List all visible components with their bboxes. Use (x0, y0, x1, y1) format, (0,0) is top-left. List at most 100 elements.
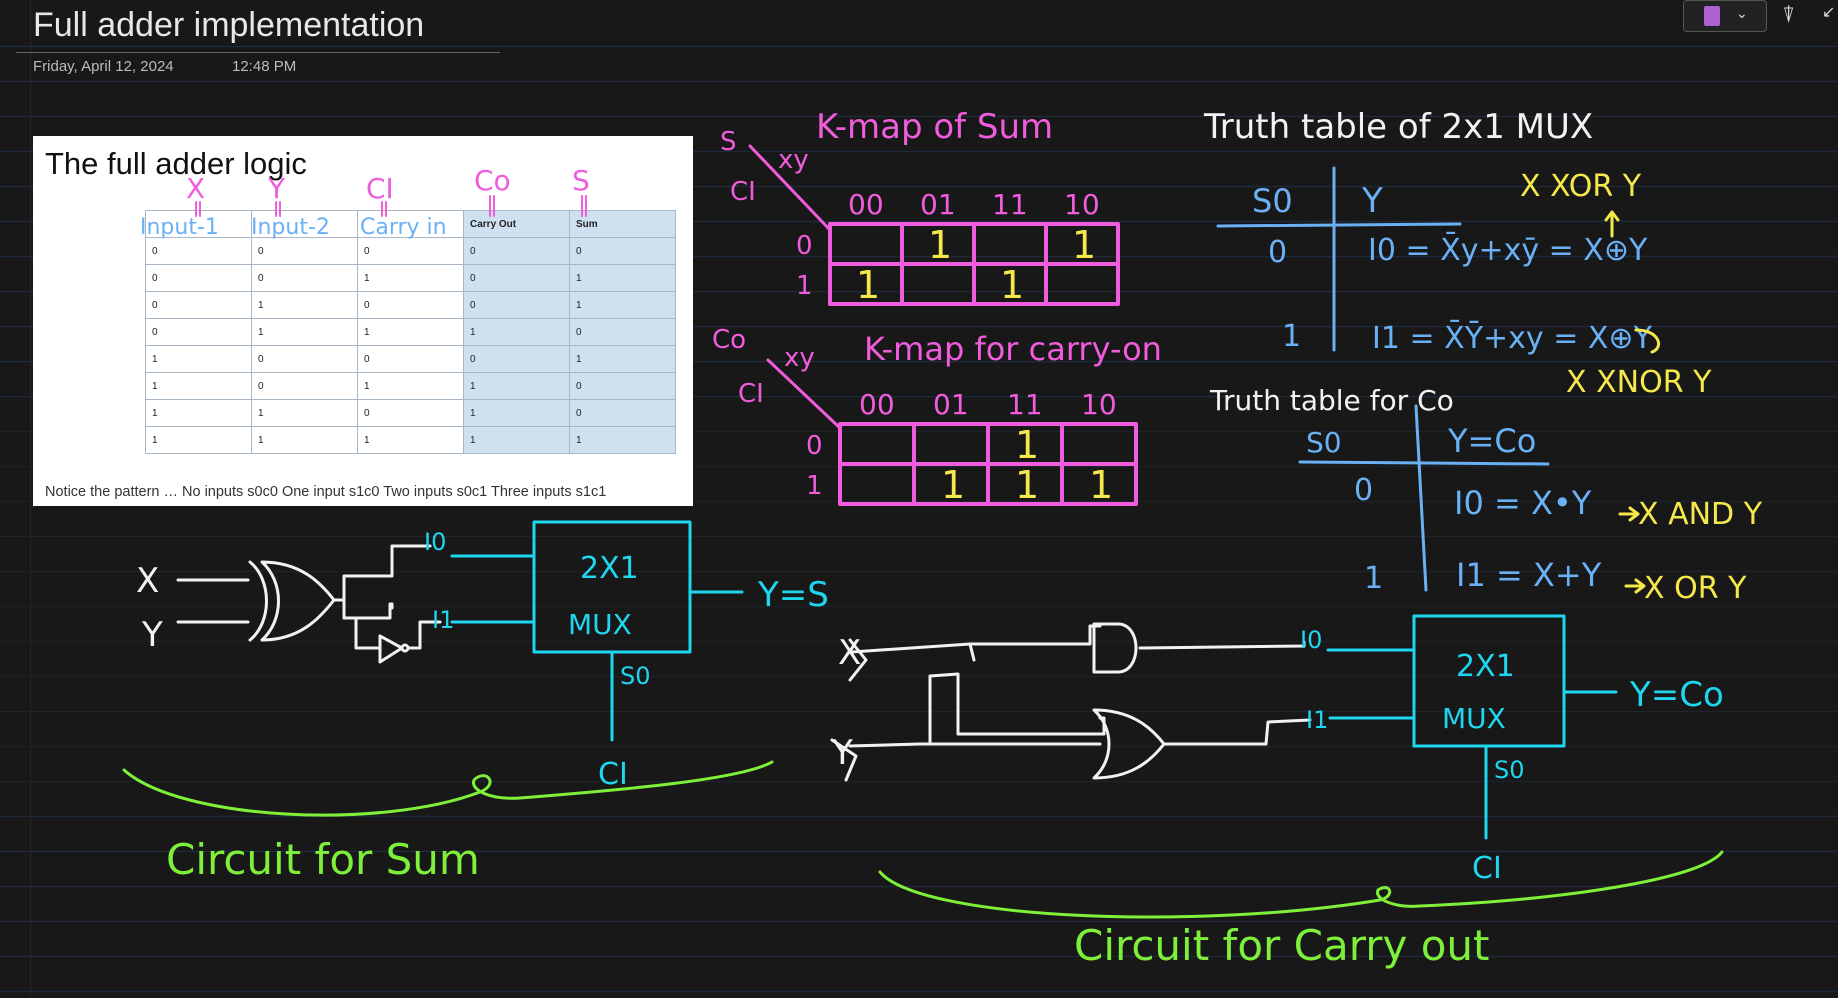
carry-mux-label-2: MUX (1442, 702, 1506, 735)
mux-tt-row0-s: 0 (1268, 235, 1287, 270)
kmap-sum-row-1: 1 (796, 271, 813, 301)
table-cell: 0 (145, 318, 252, 346)
kmap-sum-title: K-map of Sum (816, 107, 1053, 147)
table-cell: 1 (569, 426, 676, 454)
mux-tt-head-y: Y (1361, 181, 1383, 221)
co-tt-head-y: Y=Co (1447, 422, 1536, 460)
co-tt-notes: X AND Y X OR Y (1638, 497, 1763, 606)
sum-mux-i1: I1 (432, 606, 454, 634)
kmap-sum-diagonal (748, 144, 832, 232)
kmap-carry-col-0: 00 (859, 388, 895, 421)
margin-line (30, 0, 31, 998)
notebook-icon (1704, 6, 1720, 26)
carry-mux-output: Y=Co (1629, 675, 1724, 715)
mux-tt-row1-expr: I1 = X̄Ȳ+xy = X⊕Y (1372, 320, 1653, 356)
mux-note-xnor: X XNOR Y (1566, 365, 1712, 400)
mux-tt-head-s0: S0 (1252, 182, 1293, 220)
sum-mux-label-2: MUX (568, 608, 632, 641)
kmap-sum-cell (900, 262, 976, 306)
table-cell: 0 (569, 237, 676, 265)
table-cell: 0 (357, 399, 464, 427)
carry-mux-s0: S0 (1494, 756, 1525, 784)
slide-note: Notice the pattern … No inputs s0c0 One … (45, 484, 607, 500)
co-note-or: X OR Y (1644, 571, 1747, 606)
co-note-arrows (1618, 506, 1646, 594)
co-tt-text: S0 Y=Co 0 I0 = X•Y 1 I1 = X+Y (1306, 422, 1602, 596)
kmap-carry-corner-co: Co (712, 325, 746, 355)
sum-circuit-wires (176, 544, 442, 664)
annot-ci: CI (366, 172, 394, 205)
kmap-carry-corner-xy: xy (784, 343, 815, 373)
mux-tt-text: S0 Y 0 I0 = X̄y+xȳ = X⊕Y 1 I1 = X̄Ȳ+xy =… (1252, 181, 1653, 356)
sum-mux-i0: I0 (424, 528, 446, 556)
chevron-down-icon: ⌄ (1736, 5, 1748, 21)
co-tt-head-s0: S0 (1306, 426, 1342, 459)
table-cell: 1 (463, 318, 570, 346)
kmap-carry-corner: Co xy CI (712, 325, 815, 409)
table-cell: 0 (569, 399, 676, 427)
kmap-carry-row-1: 1 (806, 471, 823, 501)
mux-note-xor: X XOR Y (1520, 169, 1642, 204)
carry-circuit-inputs: X Y (831, 633, 861, 773)
mux-tt-row0-expr: I0 = X̄y+xȳ = X⊕Y (1368, 232, 1648, 268)
sum-brace (122, 760, 774, 817)
table-cell: 1 (569, 264, 676, 292)
annot-equals-marks (195, 195, 587, 217)
slide-header-annotations: Input-1 Input-2 Carry in (140, 215, 447, 240)
carry-mux-text: 2X1 MUX I0 I1 Y=Co S0 CI (1300, 626, 1724, 886)
co-note-and: X AND Y (1638, 497, 1763, 532)
sum-mux-label-1: 2X1 (580, 551, 639, 586)
page-title[interactable]: Full adder implementation (33, 6, 425, 44)
table-cell: 1 (357, 426, 464, 454)
table-cell: 1 (251, 291, 358, 319)
table-cell: 1 (463, 399, 570, 427)
kmap-carry-cell (1060, 462, 1138, 506)
carry-input-y: Y (831, 733, 853, 773)
kmap-carry-one: 1 (1015, 463, 1039, 507)
sum-circuit-label: Circuit for Sum (166, 835, 480, 884)
table-cell: 0 (463, 264, 570, 292)
kmap-sum-one: 1 (1000, 263, 1024, 307)
kmap-carry-one: 1 (1089, 463, 1113, 507)
slide-title: The full adder logic (45, 146, 307, 181)
table-cell: 1 (145, 426, 252, 454)
kmap-carry-cell (1060, 422, 1138, 466)
sum-circuit-inputs: X Y (136, 561, 163, 655)
pen-icon[interactable]: ⍒ (1782, 2, 1796, 27)
co-tt-row1-expr: I1 = X+Y (1456, 556, 1602, 594)
kmap-sum-corner-xy: xy (778, 145, 809, 175)
co-tt-lines (1298, 404, 1550, 592)
annot-y: Y (267, 172, 286, 205)
kmap-carry-title: K-map for carry-on (864, 330, 1162, 368)
view-switcher-button[interactable]: ⌄ (1683, 0, 1767, 32)
page-date: Friday, April 12, 2024 (33, 58, 174, 75)
table-cell: 0 (569, 318, 676, 346)
xnor-arrow (1634, 328, 1661, 354)
kmap-sum-cell (1044, 262, 1120, 306)
co-tt-row1-s: 1 (1364, 561, 1383, 596)
kmap-sum-corner-ci: CI (730, 177, 756, 207)
xor-arrow (1604, 210, 1620, 238)
table-cell: 0 (463, 237, 570, 265)
sum-mux (450, 520, 744, 742)
carry-mux-i0: I0 (1300, 626, 1322, 654)
carry-mux-ci: CI (1472, 851, 1502, 886)
header-carry-in (357, 210, 464, 238)
kmap-sum-corner: S xy CI (720, 127, 809, 207)
kmap-sum-cell (828, 222, 904, 266)
header-carry-out: Carry Out (463, 210, 570, 238)
expand-icon[interactable]: ↙ (1822, 4, 1836, 21)
table-cell: 1 (357, 264, 464, 292)
kmap-carry-corner-ci: CI (738, 379, 764, 409)
co-tt-row0-expr: I0 = X•Y (1454, 484, 1592, 522)
kmap-sum-col-1: 01 (920, 188, 956, 221)
